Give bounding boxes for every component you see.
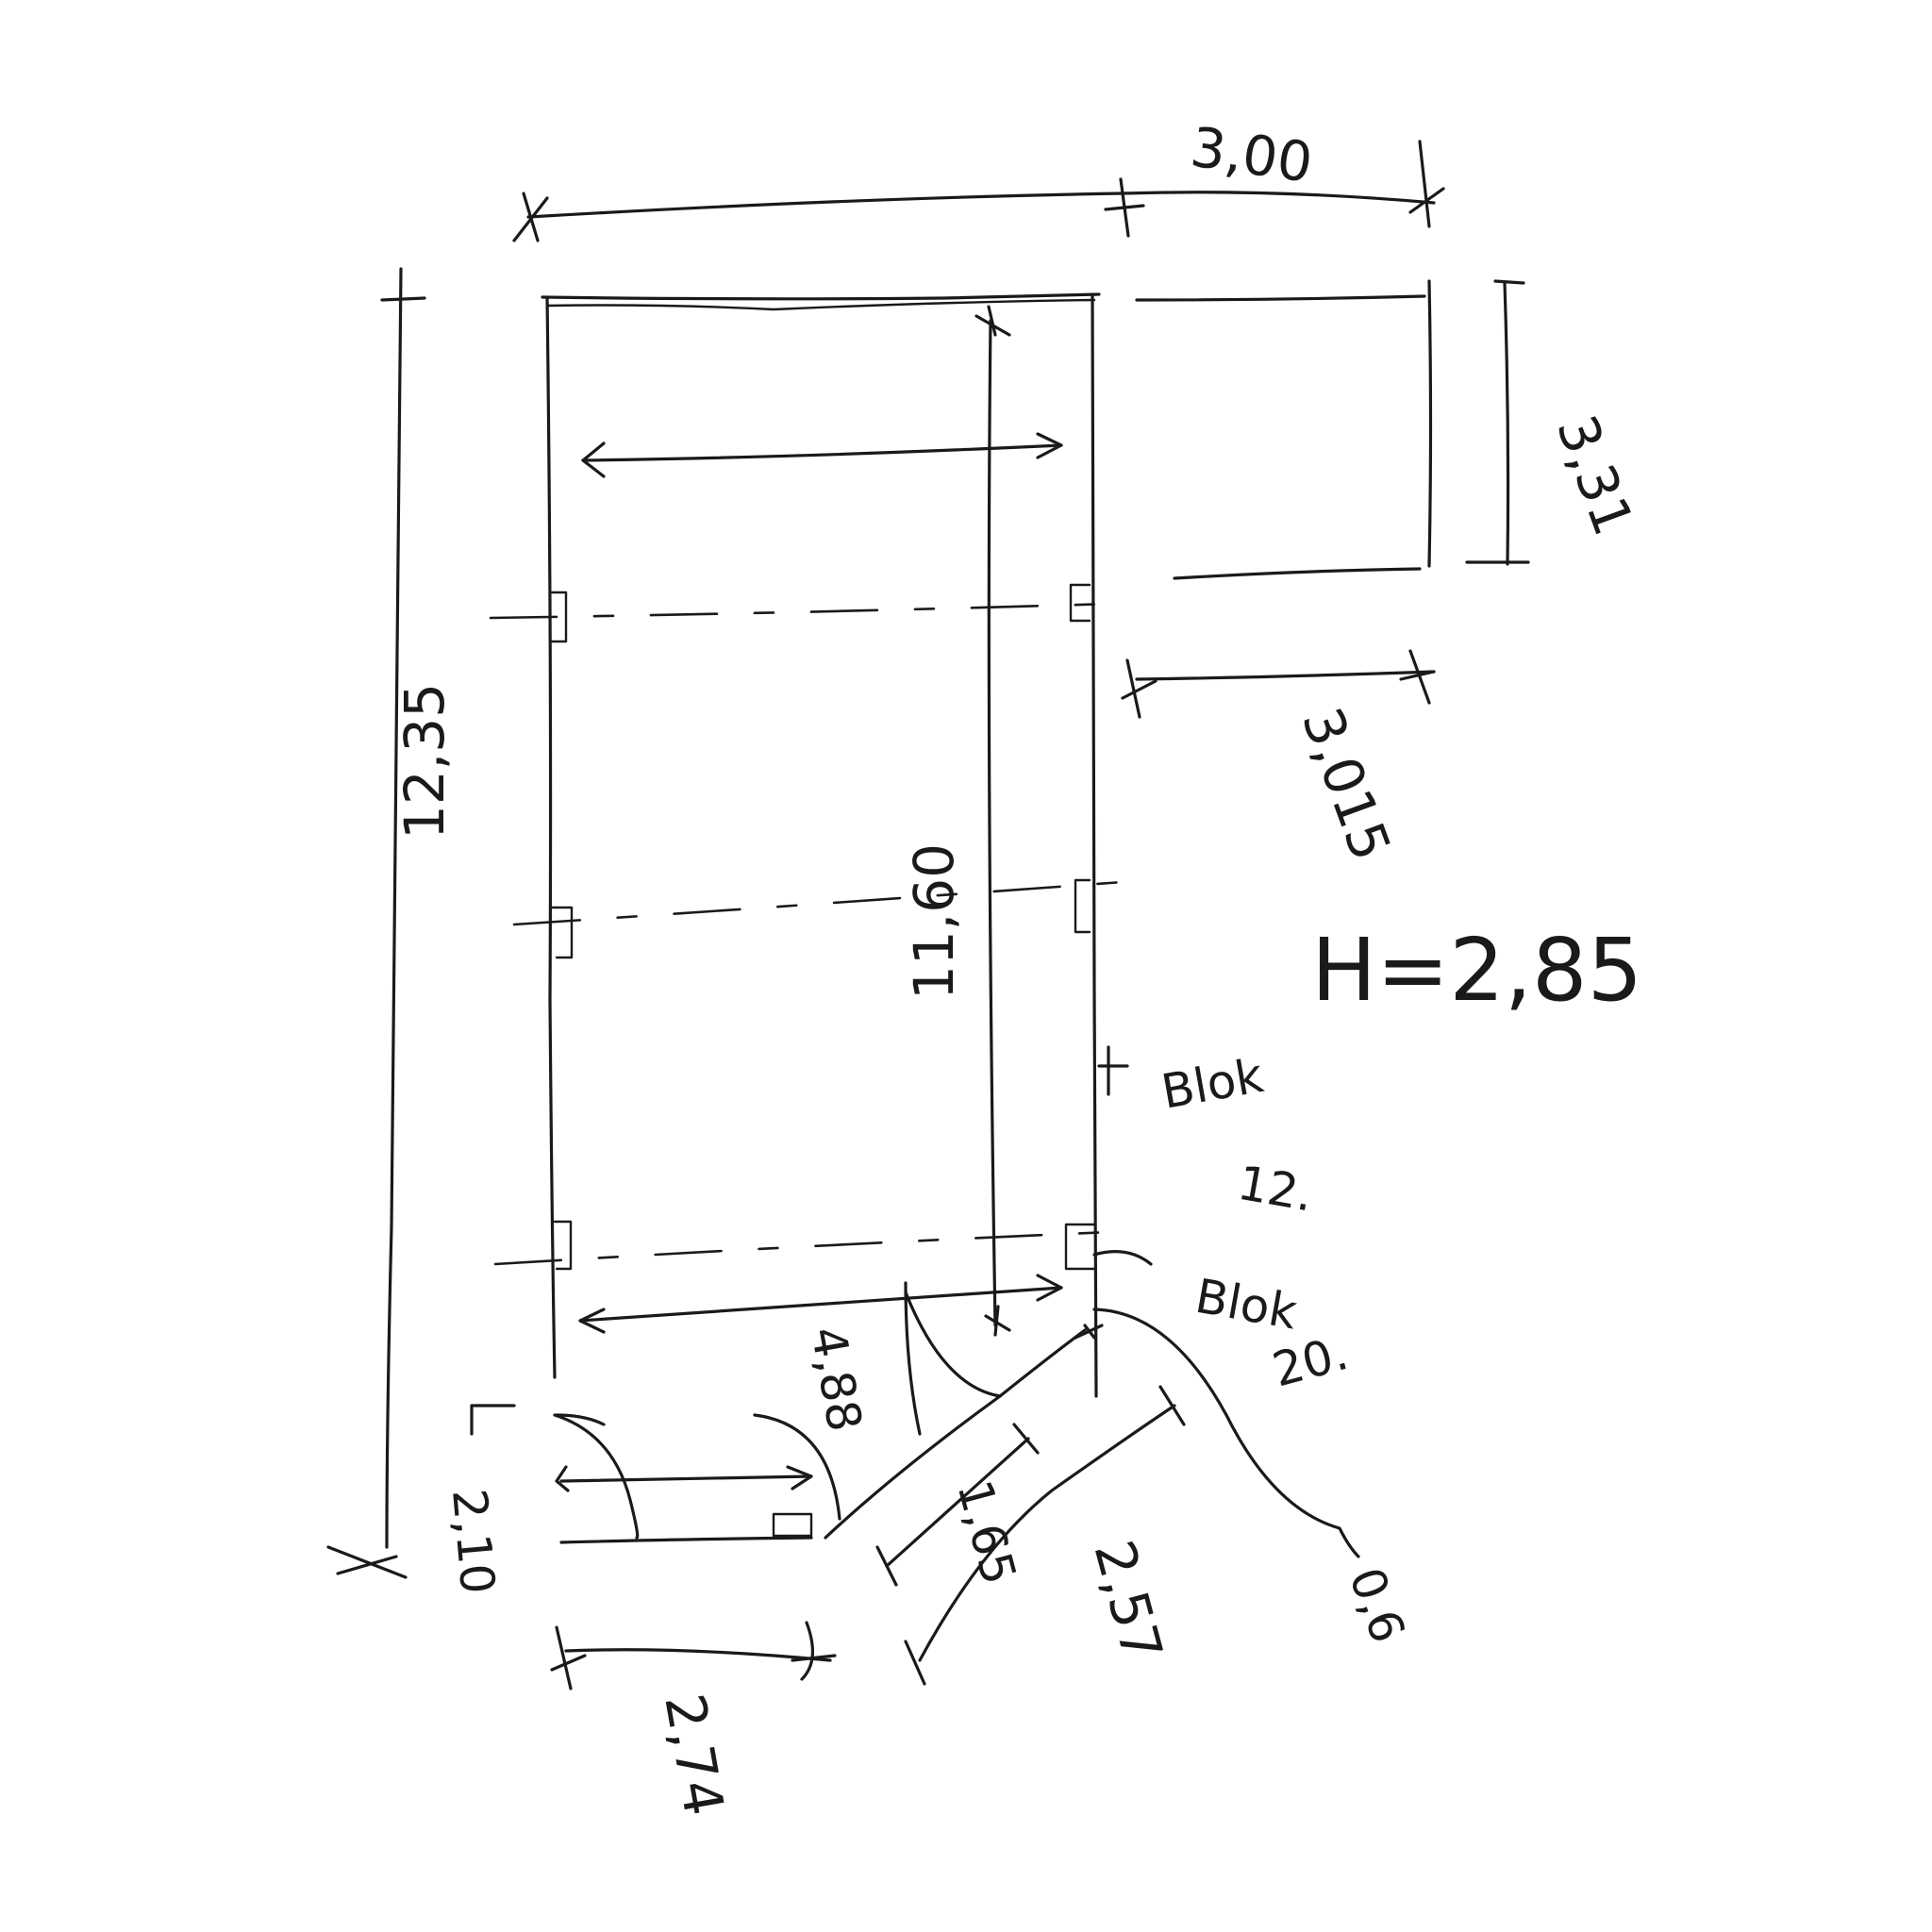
overall-length-line [326,267,426,1579]
main-building-outline [541,292,1101,1398]
label-diagonal-long: 2,57 [1081,1534,1174,1668]
label-diagonal-short: 1,65 [946,1474,1026,1591]
label-overall-length: 12,35 [392,683,457,840]
label-block-lower: Blok [1191,1269,1301,1341]
curve-gap-leader [1092,1307,1360,1558]
label-inner-length: 11,60 [902,843,966,1000]
label-top-annex-width: 3,00 [1187,115,1316,195]
annex-offset-dimension [1121,649,1436,719]
label-height: H=2,85 [1311,920,1642,1021]
top-dimension-line [512,140,1445,242]
lower-width-arrow [578,1274,1063,1334]
door-bracket [470,1404,516,1436]
label-block-upper: Blok [1158,1048,1267,1120]
label-lower-width: 4,88 [800,1323,872,1436]
lower-structure [553,1281,1104,1544]
label-block-upper-num: 12. [1234,1156,1317,1223]
label-annex-offset: 3,015 [1290,700,1404,869]
diagonal-dimensions [875,1385,1186,1686]
bottom-width-dimension [550,1621,837,1690]
inner-length-line [974,305,1011,1337]
label-bottom-width: 2,74 [652,1690,736,1821]
label-door-width: 2,10 [441,1487,505,1596]
label-annex-depth: 3,31 [1544,408,1646,544]
structural-axes [489,583,1134,1271]
annex-outline [1135,279,1530,580]
blok-12-leader [1092,1045,1153,1266]
label-curve-gap: 0,6 [1339,1560,1416,1650]
